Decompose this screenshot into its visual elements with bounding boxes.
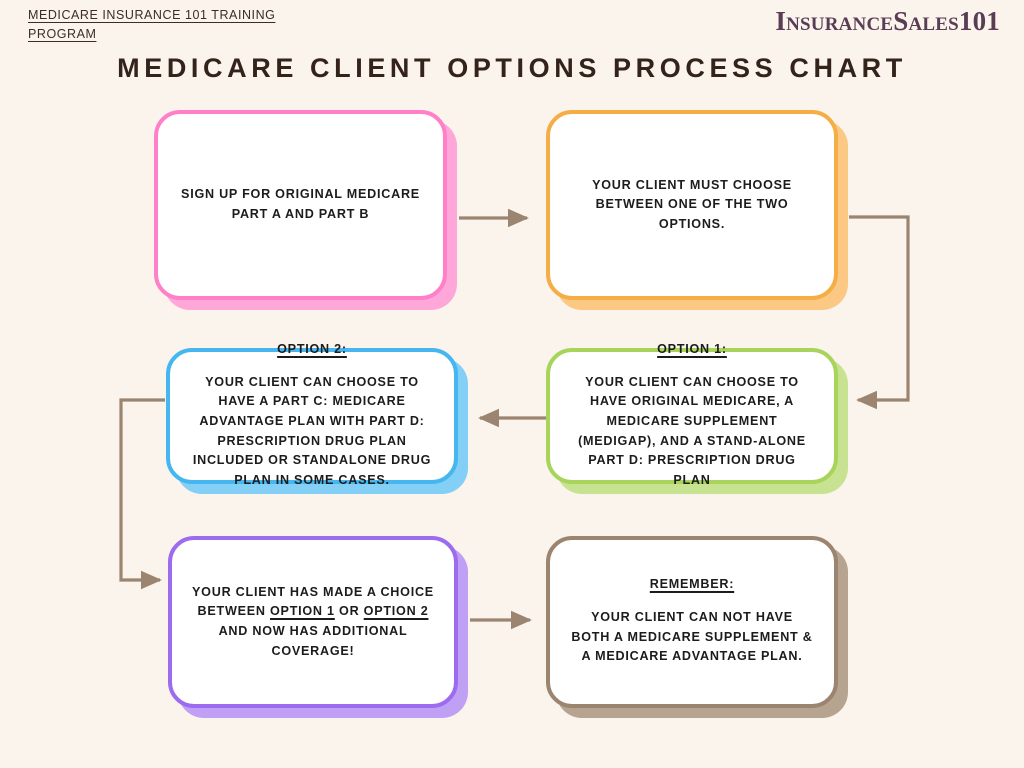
node-result-body: Your client has made a choice between Op… (192, 584, 434, 658)
edge-choose-to-option1 (849, 215, 910, 410)
program-label: Medicare Insurance 101 Training Program (28, 8, 276, 42)
node-choose-body: Your client must choose between one of t… (592, 177, 792, 231)
brand-logo: InsuranceSales101 (775, 6, 1000, 36)
node-option1[interactable]: Option 1: Your client can choose to have… (546, 342, 838, 487)
node-remember[interactable]: Remember: Your client can not have both … (546, 536, 838, 708)
edge-option2-to-result (119, 398, 165, 590)
page-title: Medicare Client Options Process Chart (117, 53, 907, 83)
node-result[interactable]: Your client has made a choice between Op… (168, 536, 458, 708)
node-choose[interactable]: Your client must choose between one of t… (546, 110, 838, 300)
node-option2[interactable]: Option 2: Your client can choose to have… (166, 342, 458, 487)
node-remember-body: Your client can not have both a Medicare… (571, 610, 813, 664)
node-signup-body: Sign up for Original Medicare Part A and… (181, 187, 420, 221)
node-signup[interactable]: Sign up for Original Medicare Part A and… (154, 110, 447, 300)
node-option1-heading: Option 1: (657, 341, 727, 356)
node-remember-heading: Remember: (649, 577, 735, 592)
node-option2-body: Your client can choose to have a Part C:… (192, 374, 432, 487)
node-option1-body: Your client can choose to have Original … (578, 374, 806, 487)
node-option2-heading: Option 2: (277, 341, 347, 356)
